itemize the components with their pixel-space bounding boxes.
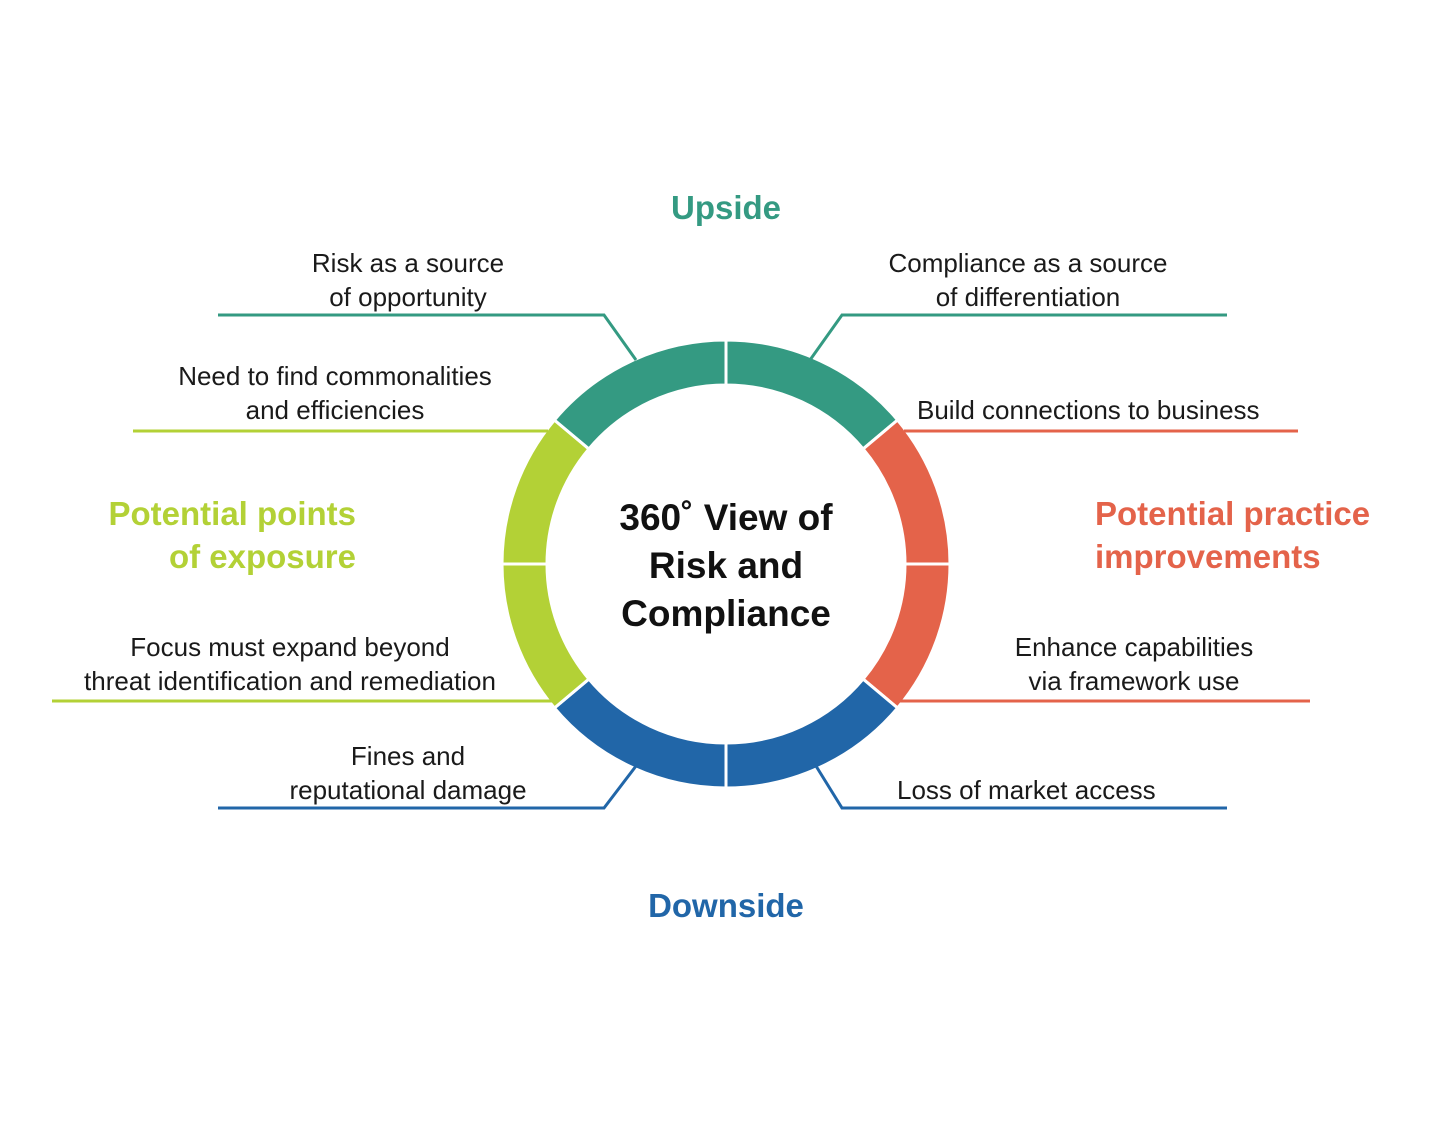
callout-line: Fines and bbox=[350, 741, 466, 771]
heading-potential-practice-improvements: Potential practice improvements bbox=[1095, 492, 1425, 578]
callout-line: Enhance capabilities bbox=[1014, 632, 1254, 662]
callout-line: Focus must expand beyond bbox=[130, 632, 450, 662]
callout-line: via framework use bbox=[1028, 666, 1240, 696]
callout-line: reputational damage bbox=[289, 775, 527, 805]
callout-need-to-find-commonalities: Need to find commonalities and efficienc… bbox=[150, 359, 520, 427]
heading-upside: Upside bbox=[670, 189, 782, 226]
leader-fines bbox=[218, 765, 638, 810]
center-title: 360˚ View of Risk and Compliance bbox=[576, 494, 876, 638]
center-title-line3: Compliance bbox=[621, 593, 831, 634]
callout-line: Loss of market access bbox=[897, 775, 1156, 805]
ring-seg-downside-left bbox=[552, 676, 728, 790]
heading-improvements-line1: Potential practice bbox=[1095, 495, 1371, 532]
ring-seg-downside-right bbox=[724, 676, 900, 790]
leader-lines bbox=[52, 313, 1310, 810]
heading-downside: Downside bbox=[648, 887, 804, 924]
callout-compliance-as-source-of-differentiation: Compliance as a source of differentiatio… bbox=[858, 246, 1198, 314]
callout-line: Need to find commonalities bbox=[178, 361, 492, 391]
callout-line: Risk as a source bbox=[311, 248, 505, 278]
ring-seg-upside-left bbox=[552, 338, 728, 452]
callout-line: threat identification and remediation bbox=[84, 666, 496, 696]
callout-loss-of-market-access: Loss of market access bbox=[897, 773, 1217, 807]
ring-seg-improvements-top bbox=[861, 417, 952, 566]
center-title-line2: Risk and bbox=[648, 545, 804, 586]
heading-potential-points-of-exposure: Potential points of exposure bbox=[60, 492, 357, 578]
ring bbox=[500, 338, 952, 790]
leader-risk-opportunity bbox=[218, 313, 638, 361]
callout-line: and efficiencies bbox=[245, 395, 425, 425]
heading-exposure-line2: of exposure bbox=[168, 538, 356, 575]
callout-enhance-capabilities: Enhance capabilities via framework use bbox=[994, 630, 1274, 698]
center-title-line1: 360˚ View of bbox=[619, 497, 833, 538]
leader-compliance-differentiation bbox=[808, 313, 1227, 361]
callout-build-connections-to-business: Build connections to business bbox=[917, 393, 1297, 427]
heading-improvements-line2: improvements bbox=[1095, 538, 1321, 575]
callout-line: of differentiation bbox=[935, 282, 1121, 312]
callout-focus-must-expand-beyond: Focus must expand beyond threat identifi… bbox=[52, 630, 528, 698]
callout-line: Compliance as a source bbox=[888, 248, 1168, 278]
ring-seg-improvements-bottom bbox=[861, 562, 952, 711]
callout-fines-and-reputational-damage: Fines and reputational damage bbox=[268, 739, 548, 807]
leader-market-access bbox=[814, 765, 1227, 810]
callout-line: of opportunity bbox=[329, 282, 487, 312]
callout-risk-as-source-of-opportunity: Risk as a source of opportunity bbox=[268, 246, 548, 314]
heading-exposure-line1: Potential points bbox=[108, 495, 357, 532]
callout-line: Build connections to business bbox=[917, 395, 1260, 425]
